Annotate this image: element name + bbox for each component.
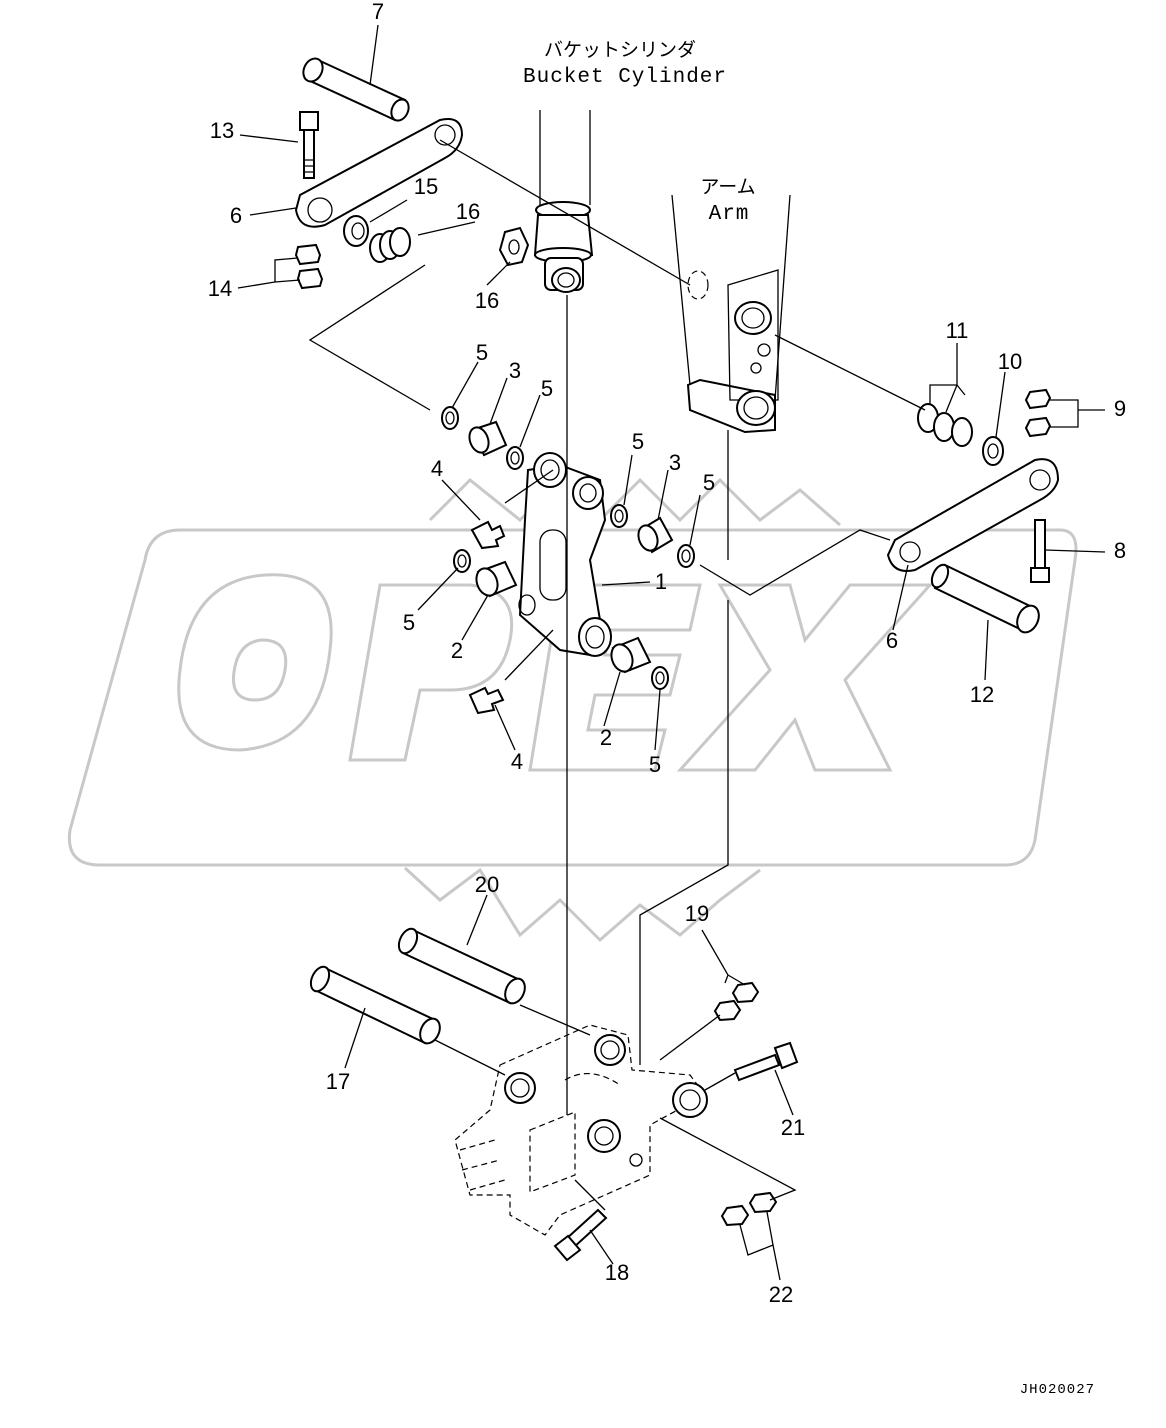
shim-15 [343,215,369,247]
link-6-left [294,118,464,228]
nuts-19 [713,981,760,1022]
shim-16-center [498,226,530,267]
callout-13: 13 [210,118,234,143]
callout-4-a: 4 [431,456,443,481]
grease-fitting-4-upper [470,520,506,550]
pin-20 [397,927,526,1005]
callout-2-b: 2 [600,725,612,750]
bushing-3-left [468,420,508,457]
nuts-9 [1024,388,1052,438]
arm-label-en: Arm [709,203,750,226]
callout-numbers: 7 13 6 15 16 14 16 5 3 5 4 5 3 5 5 2 1 4… [208,0,1126,1307]
grease-fitting-4-lower [468,686,505,715]
callout-21: 21 [781,1115,805,1140]
pin-17 [309,965,441,1045]
arm [671,194,791,434]
callout-3-b: 3 [669,450,681,475]
arm-label-jp: アーム [700,176,755,198]
callout-1: 1 [655,569,667,594]
seals-5 [441,406,695,690]
link-1 [518,452,612,657]
callout-3-a: 3 [509,358,521,383]
callout-22: 22 [769,1282,793,1307]
nuts-14 [294,243,324,290]
callout-11: 11 [946,318,969,343]
callout-5-d: 5 [703,470,715,495]
bushing-2-right [610,636,652,674]
callout-9: 9 [1114,396,1126,421]
callout-5-b: 5 [541,376,553,401]
callout-5-e: 5 [403,610,415,635]
pin-12 [930,563,1040,634]
callout-8: 8 [1114,538,1126,563]
shims-11 [917,403,973,447]
callout-16-b: 16 [475,288,499,313]
callout-5-c: 5 [632,429,644,454]
drawing-code: JH020027 [1020,1382,1095,1398]
callout-19: 19 [685,901,709,926]
callout-6: 6 [230,203,242,228]
bushing-2-left [475,560,518,598]
bushing-3-right [637,516,674,554]
callout-18: 18 [605,1260,629,1285]
bolt-18 [553,1208,608,1262]
shim-16-set [369,227,411,263]
shim-10 [982,436,1004,466]
assembly-lines [308,139,926,1211]
coupler-body [454,1024,708,1236]
bucket-cylinder [533,110,594,293]
callout-10: 10 [998,349,1022,374]
callout-7: 7 [372,0,384,24]
callout-5-a: 5 [476,340,488,365]
arm-hole-outline [687,270,709,300]
bucket-cylinder-label-en: Bucket Cylinder [523,66,727,89]
callout-20: 20 [475,872,499,897]
pin-7 [302,57,410,122]
callout-12: 12 [970,682,994,707]
callout-16-a: 16 [456,199,480,224]
bolt-8 [1030,519,1050,583]
callout-leaders [237,24,1106,1281]
callout-15: 15 [414,174,438,199]
callout-2-a: 2 [451,638,463,663]
nuts-22 [720,1191,778,1227]
callout-17: 17 [326,1069,350,1094]
bolt-21 [733,1041,799,1082]
callout-14: 14 [208,276,232,301]
callout-5-f: 5 [649,752,661,777]
link-6-right [886,458,1060,572]
bucket-cylinder-label-jp: バケットシリンダ [544,39,696,61]
callout-6-b: 6 [886,628,898,653]
bolt-13 [299,111,319,179]
component-labels: バケットシリンダ Bucket Cylinder アーム Arm [523,39,756,226]
callout-4-b: 4 [511,749,523,774]
